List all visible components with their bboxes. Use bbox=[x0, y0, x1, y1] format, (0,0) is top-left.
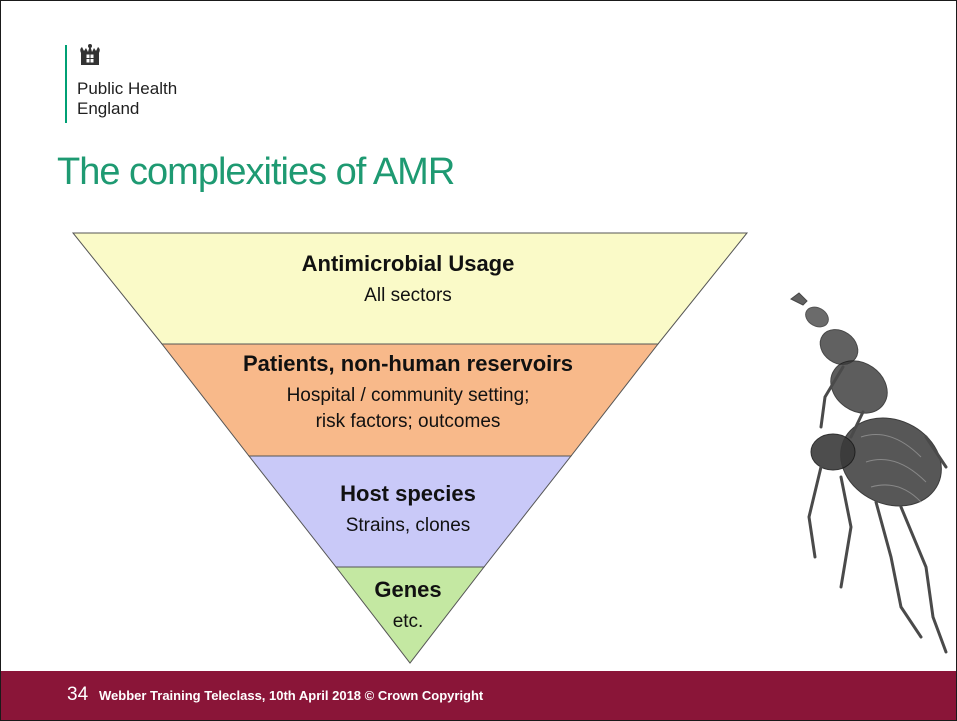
layer-genes-line1: etc. bbox=[392, 611, 424, 632]
layer-host-line1: Strains, clones bbox=[345, 515, 471, 536]
layer-usage-text: Antimicrobial Usage All sectors bbox=[208, 251, 608, 309]
org-name-line2: England bbox=[77, 99, 140, 118]
slide-title: The complexities of AMR bbox=[57, 151, 455, 193]
footer-caption: Webber Training Teleclass, 10th April 20… bbox=[99, 688, 484, 703]
logo-divider bbox=[65, 45, 67, 123]
flea-icon bbox=[790, 292, 948, 654]
layer-host-text: Host species Strains, clones bbox=[258, 481, 558, 539]
org-name-line1: Public Health bbox=[77, 79, 178, 98]
phe-logo: Public Health England bbox=[65, 43, 245, 123]
layer-host-heading: Host species bbox=[340, 481, 476, 506]
slide-number: 34 bbox=[67, 684, 89, 705]
layer-genes-heading: Genes bbox=[374, 577, 442, 602]
layer-patients-line2: risk factors; outcomes bbox=[315, 411, 501, 432]
layer-genes-text: Genes etc. bbox=[348, 577, 468, 635]
royal-coat-of-arms-icon bbox=[80, 44, 100, 65]
layer-patients-text: Patients, non-human reservoirs Hospital … bbox=[158, 351, 658, 435]
layer-usage-line1: All sectors bbox=[364, 285, 452, 306]
layer-patients-heading: Patients, non-human reservoirs bbox=[242, 351, 574, 376]
pyramid-layer-genes bbox=[334, 566, 486, 664]
layer-patients-line1: Hospital / community setting; bbox=[286, 385, 530, 406]
footer-bar: 34 Webber Training Teleclass, 10th April… bbox=[1, 671, 956, 720]
layer-usage-heading: Antimicrobial Usage bbox=[301, 251, 515, 276]
amr-pyramid bbox=[71, 232, 749, 664]
